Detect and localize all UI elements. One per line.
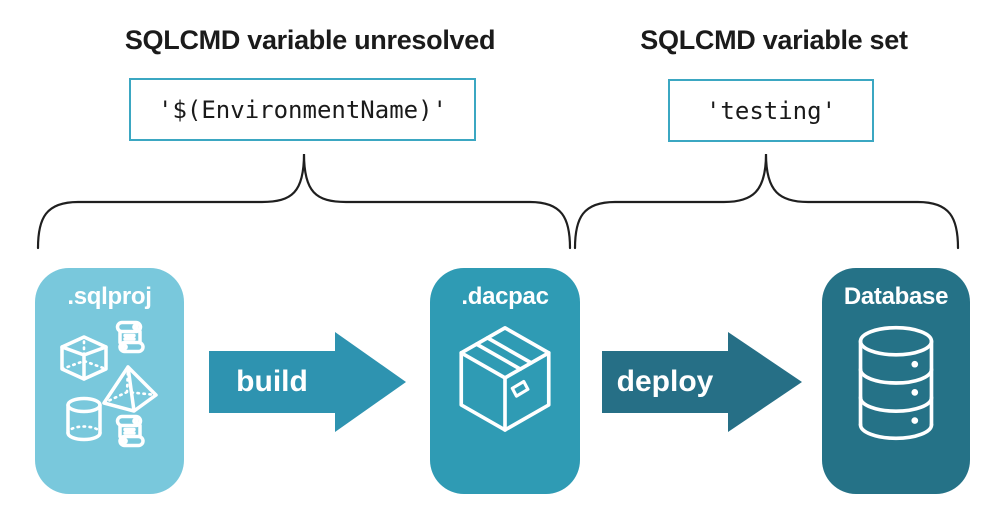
database-icon (858, 325, 934, 441)
package-box-icon (459, 326, 551, 432)
node-dacpac: .dacpac (430, 268, 580, 494)
cube-icon (59, 335, 108, 381)
scroll-icon (115, 414, 145, 448)
db-dot (911, 417, 919, 424)
build-arrow (209, 332, 406, 432)
code-box-environment-variable: '$(EnvironmentName)' (129, 78, 476, 141)
sql-objects-icon (59, 320, 158, 448)
node-dacpac-label: .dacpac (461, 283, 549, 310)
braces-graphic (36, 153, 960, 250)
scroll-icon (115, 320, 145, 354)
build-arrow-label: build (236, 365, 308, 398)
db-dot (911, 360, 919, 368)
pyramid-icon (101, 365, 158, 413)
db-dot (911, 389, 919, 396)
deploy-arrow-label: deploy (616, 365, 714, 398)
left-brace (36, 153, 572, 250)
node-database-label: Database (843, 283, 949, 310)
code-box-testing-value: 'testing' (668, 79, 874, 142)
node-sqlproj-label: .sqlproj (67, 283, 152, 310)
node-database: Database (822, 268, 970, 494)
code-environment-variable: '$(EnvironmentName)' (158, 95, 447, 124)
heading-set: SQLCMD variable set (640, 25, 908, 55)
cylinder-icon (65, 396, 102, 442)
code-testing-value: 'testing' (705, 96, 837, 125)
node-sqlproj: .sqlproj (35, 268, 184, 494)
right-brace (573, 153, 960, 250)
deploy-arrow (602, 332, 802, 432)
heading-unresolved: SQLCMD variable unresolved (124, 25, 496, 55)
